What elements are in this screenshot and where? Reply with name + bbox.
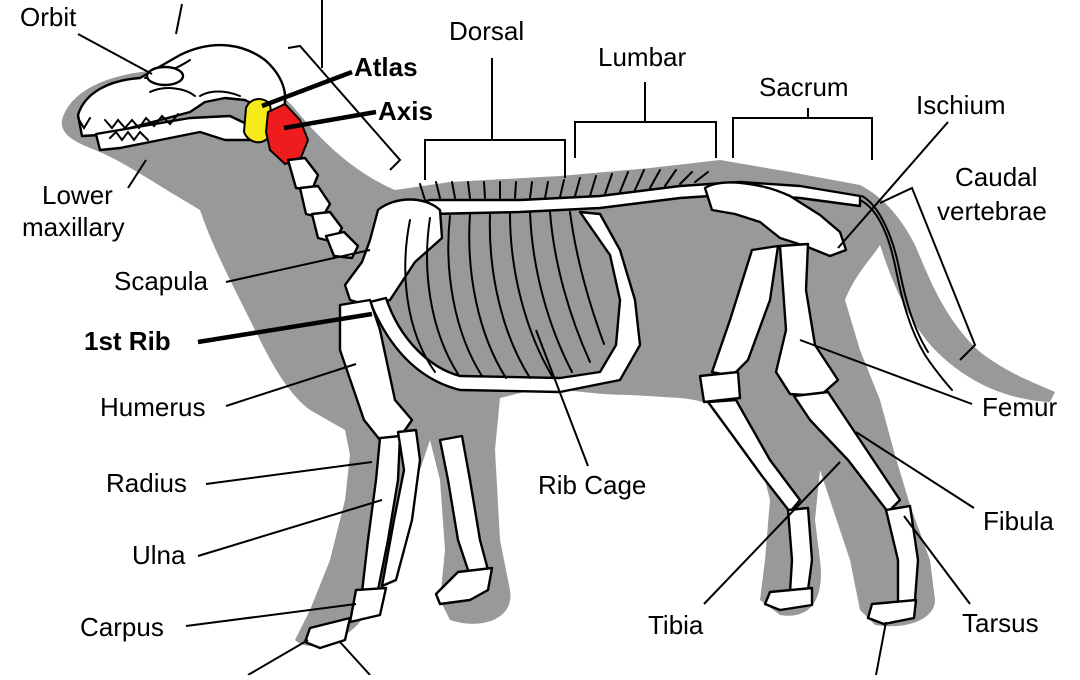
front-leg-far [434,434,494,606]
paw-leader-left [247,639,309,676]
label-atlas: Atlas [354,52,418,82]
ulna-leader [197,499,383,557]
label-humerus: Humerus [100,392,205,422]
femur-leader [799,339,973,405]
first-rib-leader [197,311,373,345]
label-lower-maxillary-line1: Lower [42,180,113,210]
label-carpus: Carpus [80,612,164,642]
sacrum-bracket [732,108,873,160]
paw-leader-right [339,641,371,676]
tarsus-leader [903,515,971,605]
skull [76,43,287,152]
label-lumbar: Lumbar [598,42,686,72]
label-radius: Radius [106,468,187,498]
ischium-leader [837,121,949,249]
fibula-leader [855,431,975,509]
label-dorsal: Dorsal [449,16,524,46]
hind-leg-near [774,242,920,626]
lumbar-bracket [574,82,717,158]
neck-bracket [287,44,402,171]
carpus-leader [185,603,357,627]
label-ulna: Ulna [132,540,186,570]
label-first-rib: 1st Rib [84,326,171,356]
label-tibia: Tibia [648,610,704,640]
tibia-leader [703,461,841,605]
label-lower-maxillary-line2: maxillary [22,212,125,242]
rib-cage-leader [535,329,589,467]
label-axis: Axis [378,96,433,126]
label-caudal-line1: Caudal [955,162,1037,192]
front-leg-near [303,298,422,650]
dorsal-bracket [424,58,566,180]
label-ischium: Ischium [916,90,1006,120]
cervical-vertebrae [286,156,360,260]
axis-leader [283,109,377,131]
scapula-leader [225,249,371,283]
label-femur: Femur [982,392,1057,422]
label-orbit: Orbit [20,2,77,32]
skull-top-leader [175,3,183,35]
label-sacrum: Sacrum [759,72,849,102]
hind-leg-far [698,244,814,612]
atlas-leader [261,69,353,109]
caudal-bracket [879,186,977,361]
pelvis [703,181,848,258]
label-tarsus: Tarsus [962,608,1039,638]
label-fibula: Fibula [983,506,1054,536]
radius-leader [205,461,373,485]
orbit-leader [77,33,153,75]
label-scapula: Scapula [114,266,208,296]
rib-cage-bones [368,210,642,394]
label-rib-cage: Rib Cage [538,470,646,500]
tail-vertebrae [859,199,953,391]
hind-paw-leader [875,621,887,676]
label-caudal-line2: vertebrae [937,196,1047,226]
humerus-leader [225,363,357,407]
scapula-bone [343,198,444,308]
lower-maxillary-leader [127,159,147,189]
